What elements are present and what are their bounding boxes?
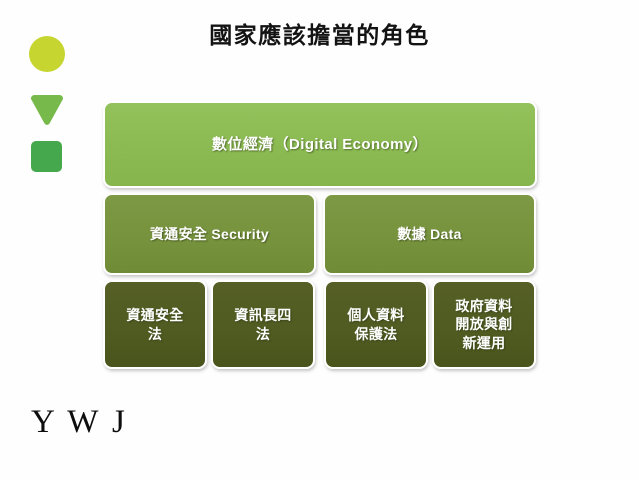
box-text-line: 保護法 bbox=[354, 325, 398, 342]
spacer bbox=[315, 280, 324, 369]
box-text-line: 政府資料 bbox=[455, 297, 513, 314]
triangle-down-icon bbox=[30, 94, 64, 126]
diagram-box-digital-economy[interactable]: 數位經濟（Digital Economy） bbox=[103, 101, 537, 188]
diagram-box-cybersecurity-act[interactable]: 資通安全 法 bbox=[103, 280, 207, 369]
box-text-line: 開放與創 bbox=[455, 316, 513, 333]
diagram-box-personal-data-protection-act[interactable]: 個人資料 保護法 bbox=[324, 280, 428, 369]
diagram-stack: 數位經濟（Digital Economy） 資通安全 Security 數據 D… bbox=[103, 101, 537, 369]
diagram-box-open-government-data[interactable]: 政府資料 開放與創 新運用 bbox=[432, 280, 536, 369]
diagram-box-data[interactable]: 數據 Data bbox=[323, 193, 536, 275]
circle-icon bbox=[29, 36, 65, 72]
author-signature: Y W J bbox=[31, 404, 128, 440]
square-icon bbox=[31, 141, 62, 172]
diagram-tier-2: 資通安全 Security 數據 Data bbox=[103, 193, 537, 275]
box-text: 政府資料 開放與創 新運用 bbox=[455, 297, 512, 352]
diagram-box-cio-four-acts[interactable]: 資訊長四 法 bbox=[211, 280, 315, 369]
page-title: 國家應該擔當的角色 bbox=[209, 22, 430, 48]
diagram-tier-3: 資通安全 法 資訊長四 法 個人資料 保護法 bbox=[103, 280, 537, 369]
box-text-line: 新運用 bbox=[462, 334, 506, 351]
box-text-line: 資訊長四 bbox=[234, 307, 292, 324]
box-text-line: 個人資料 bbox=[347, 307, 405, 324]
diagram-box-security[interactable]: 資通安全 Security bbox=[103, 193, 316, 275]
box-text: 個人資料 保護法 bbox=[347, 306, 404, 343]
box-text-line: 法 bbox=[255, 325, 271, 342]
box-text-line: 資通安全 bbox=[126, 307, 184, 324]
diagram-tier-1: 數位經濟（Digital Economy） bbox=[103, 101, 537, 188]
box-text: 資訊長四 法 bbox=[234, 306, 291, 343]
box-text: 資通安全 法 bbox=[126, 306, 183, 343]
box-text-line: 法 bbox=[147, 325, 163, 342]
